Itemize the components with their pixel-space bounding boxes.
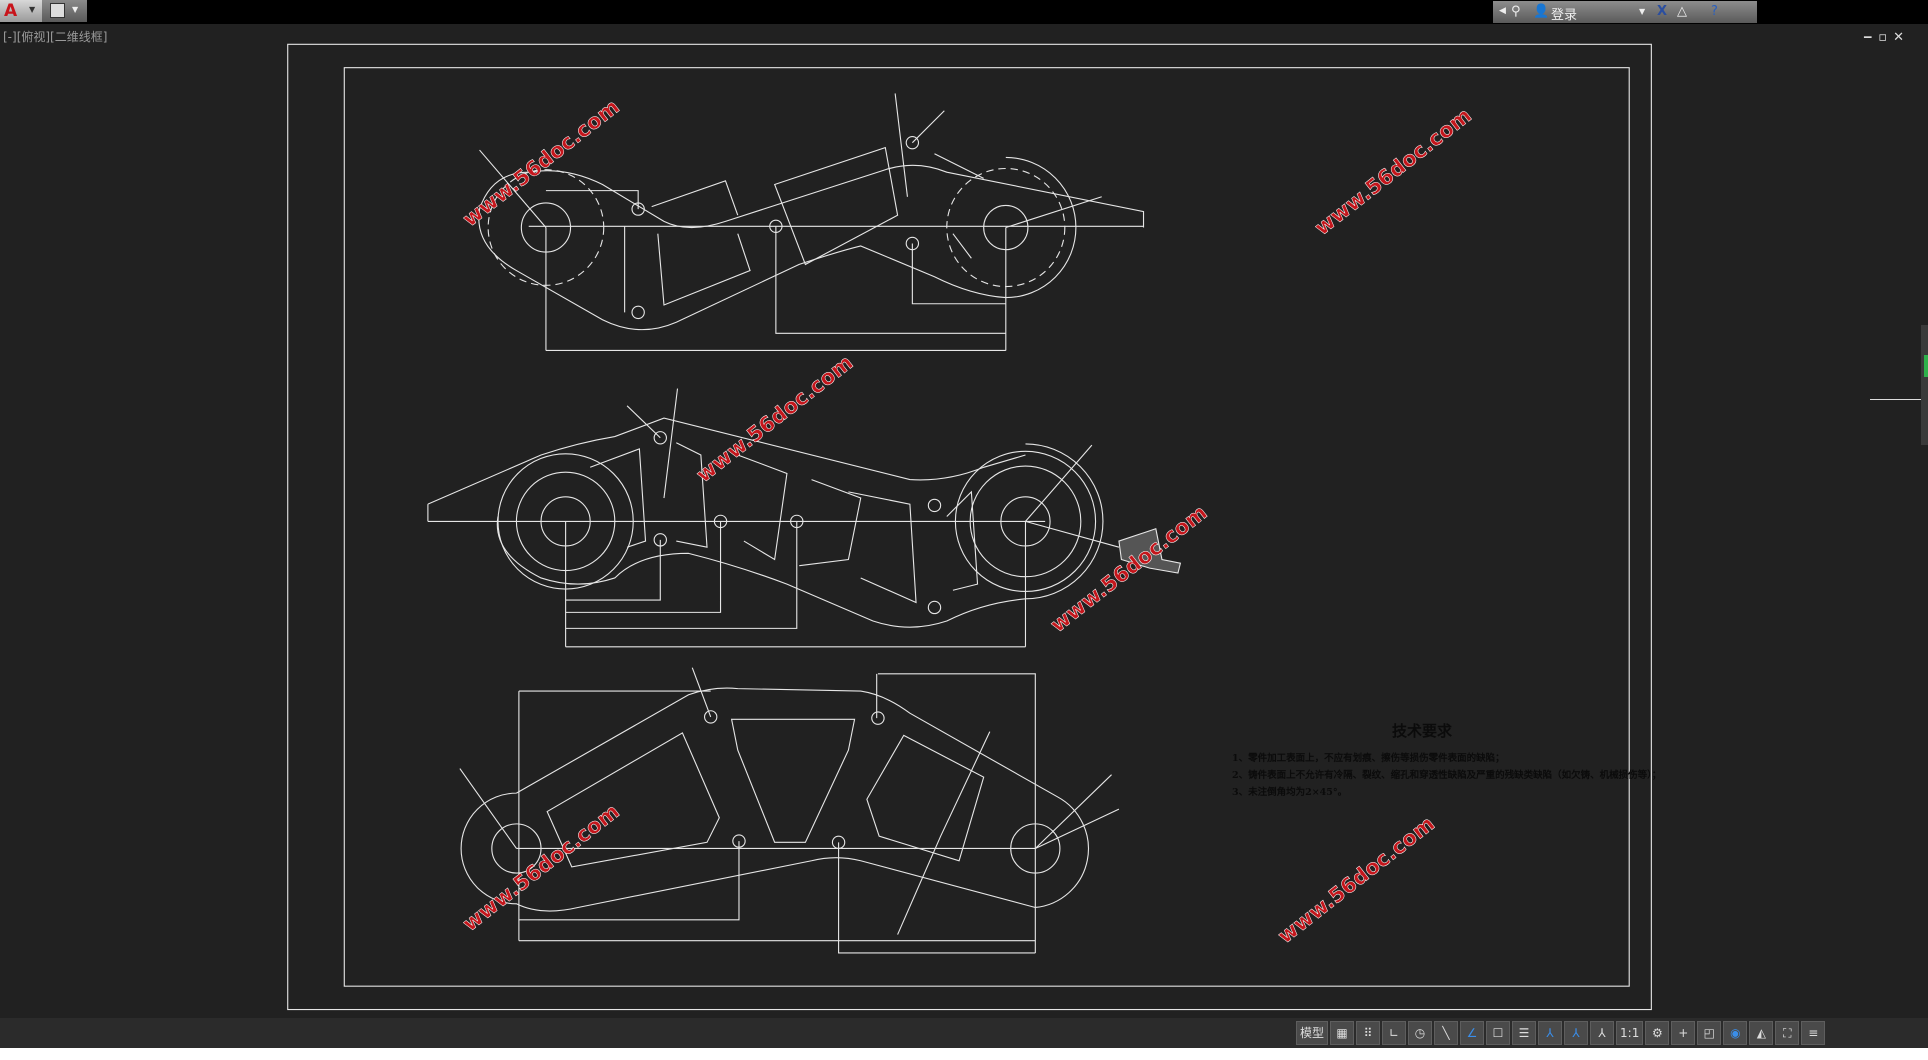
- grid-icon[interactable]: ▦: [1330, 1021, 1355, 1045]
- lineweight-icon[interactable]: ☐: [1486, 1021, 1511, 1045]
- restore-button[interactable]: ▫: [1878, 30, 1894, 45]
- user-icon: 👤: [1533, 4, 1550, 19]
- watermark: www.56doc.com: [1046, 500, 1212, 637]
- object-snap-tracking-icon[interactable]: ╲: [1434, 1021, 1459, 1045]
- cursor-crosshair: [1870, 399, 1928, 400]
- scroll-left-icon[interactable]: ◀: [1499, 6, 1506, 16]
- ortho-icon[interactable]: ∟: [1382, 1021, 1407, 1045]
- autocad-logo-icon: A: [4, 1, 18, 21]
- snap-icon[interactable]: ⠿: [1356, 1021, 1381, 1045]
- clean-screen-icon[interactable]: ⛶: [1775, 1021, 1800, 1045]
- part-view-middle: [427, 388, 1182, 648]
- scroll-indicator: [1924, 355, 1928, 377]
- chevron-down-icon[interactable]: ▼: [72, 5, 79, 14]
- title-frame: [343, 67, 1630, 987]
- watermark: www.56doc.com: [692, 350, 858, 487]
- a360-icon[interactable]: △: [1677, 4, 1687, 19]
- application-menu-button[interactable]: A ▼: [0, 0, 43, 22]
- annotation-visibility-icon[interactable]: ⅄: [1538, 1021, 1563, 1045]
- infocenter-bar: ◀ ⚲ 👤 登录 ▼ X △ ?: [1493, 1, 1757, 23]
- part-view-bottom: [459, 667, 1120, 954]
- customize-menu-icon[interactable]: ≡: [1801, 1021, 1826, 1045]
- annotation-scale-icon[interactable]: ⅄: [1590, 1021, 1615, 1045]
- window-bottom-edge: [0, 1048, 1928, 1060]
- watermark: www.56doc.com: [458, 95, 624, 232]
- tech-item: 3、未注倒角均为2×45°。: [1232, 787, 1348, 798]
- chevron-down-icon[interactable]: ▼: [1639, 7, 1646, 16]
- status-bar: 模型 ▦ ⠿ ∟ ◷ ╲ ∠ ☐ ☰ ⅄ ⅄ ⅄ 1:1 ⚙ + ◰ ◉ ◭ ⛶…: [0, 1018, 1928, 1048]
- quick-access-toolbar: ▼: [42, 0, 87, 22]
- plus-icon[interactable]: +: [1671, 1021, 1696, 1045]
- model-tab-button[interactable]: 模型: [1296, 1021, 1329, 1045]
- watermark: www.56doc.com: [458, 799, 624, 936]
- window-controls: ‒▫✕: [1863, 30, 1910, 45]
- auto-scale-icon[interactable]: ⅄: [1564, 1021, 1589, 1045]
- exchange-icon[interactable]: X: [1657, 4, 1668, 19]
- save-icon[interactable]: [50, 3, 65, 18]
- dynamic-input-icon[interactable]: ∠: [1460, 1021, 1485, 1045]
- properties-icon[interactable]: ☰: [1512, 1021, 1537, 1045]
- polar-icon[interactable]: ◷: [1408, 1021, 1433, 1045]
- tech-title: 技术要求: [1392, 722, 1453, 740]
- viewport-controls-label[interactable]: [-][俯视][二维线框]: [3, 30, 108, 44]
- workspace-gear-icon[interactable]: ⚙: [1645, 1021, 1670, 1045]
- vertical-scrollbar[interactable]: [1921, 325, 1928, 445]
- hardware-acceleration-icon[interactable]: ◉: [1723, 1021, 1748, 1045]
- part-view-top: [478, 93, 1145, 352]
- watermark: www.56doc.com: [1310, 103, 1476, 240]
- login-button[interactable]: 登录: [1551, 8, 1578, 23]
- tech-item: 1、零件加工表面上，不应有划痕、擦伤等损伤零件表面的缺陷；: [1232, 753, 1505, 764]
- binoculars-icon[interactable]: ⚲: [1511, 4, 1521, 19]
- minimize-button[interactable]: ‒: [1863, 30, 1879, 45]
- watermark: www.56doc.com: [1273, 811, 1439, 948]
- close-button[interactable]: ✕: [1893, 30, 1910, 45]
- sheet-border: [287, 43, 1652, 1011]
- graphics-performance-icon[interactable]: ◭: [1749, 1021, 1774, 1045]
- tech-item: 2、铸件表面上不允许有冷隔、裂纹、缩孔和穿透性缺陷及严重的残缺类缺陷（如欠铸、机…: [1232, 770, 1662, 781]
- help-icon[interactable]: ?: [1711, 4, 1718, 19]
- chevron-down-icon: ▼: [29, 5, 36, 14]
- scale-dropdown[interactable]: 1:1: [1616, 1021, 1644, 1045]
- isolate-objects-icon[interactable]: ◰: [1697, 1021, 1722, 1045]
